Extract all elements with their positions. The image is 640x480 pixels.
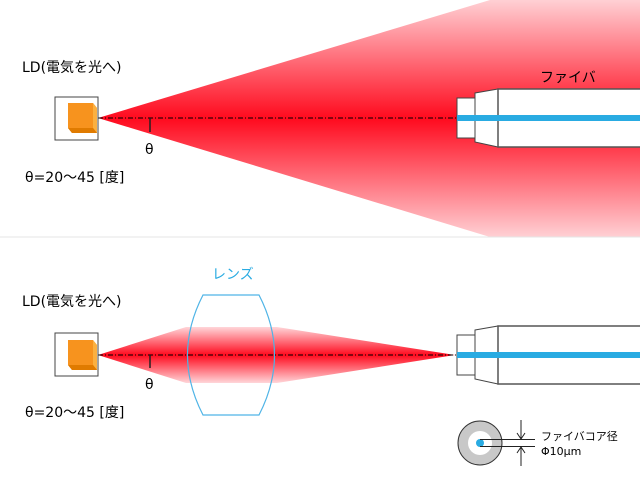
top-panel: θ LD(電気を光へ) θ=20〜45 [度] ファイバ: [22, 0, 640, 237]
fiber: [456, 88, 640, 148]
lens-label: レンズ: [212, 267, 254, 283]
angle-range-label: θ=20〜45 [度]: [25, 170, 124, 186]
fiber-core: [457, 115, 640, 121]
fiber-core: [457, 352, 640, 358]
core-diameter: Φ10μm: [541, 445, 581, 458]
ld-label: LD(電気を光へ): [22, 294, 122, 310]
ld-chip-icon: [68, 340, 97, 370]
theta-label: θ: [145, 142, 154, 158]
collimated-beam: [98, 327, 455, 383]
ld-label: LD(電気を光へ): [22, 60, 122, 76]
theta-label: θ: [145, 377, 154, 393]
fiber-label: ファイバ: [540, 70, 596, 86]
lens: [186, 294, 276, 416]
core-label: ファイバコア径: [541, 430, 618, 443]
bottom-panel: レンズ θ LD(電気を光へ) θ=20〜45 [度]: [22, 267, 640, 466]
angle-range-label: θ=20〜45 [度]: [25, 405, 124, 421]
fiber-cross-section: [457, 420, 535, 466]
fiber: [456, 325, 640, 385]
ld-chip-icon: [68, 103, 97, 133]
